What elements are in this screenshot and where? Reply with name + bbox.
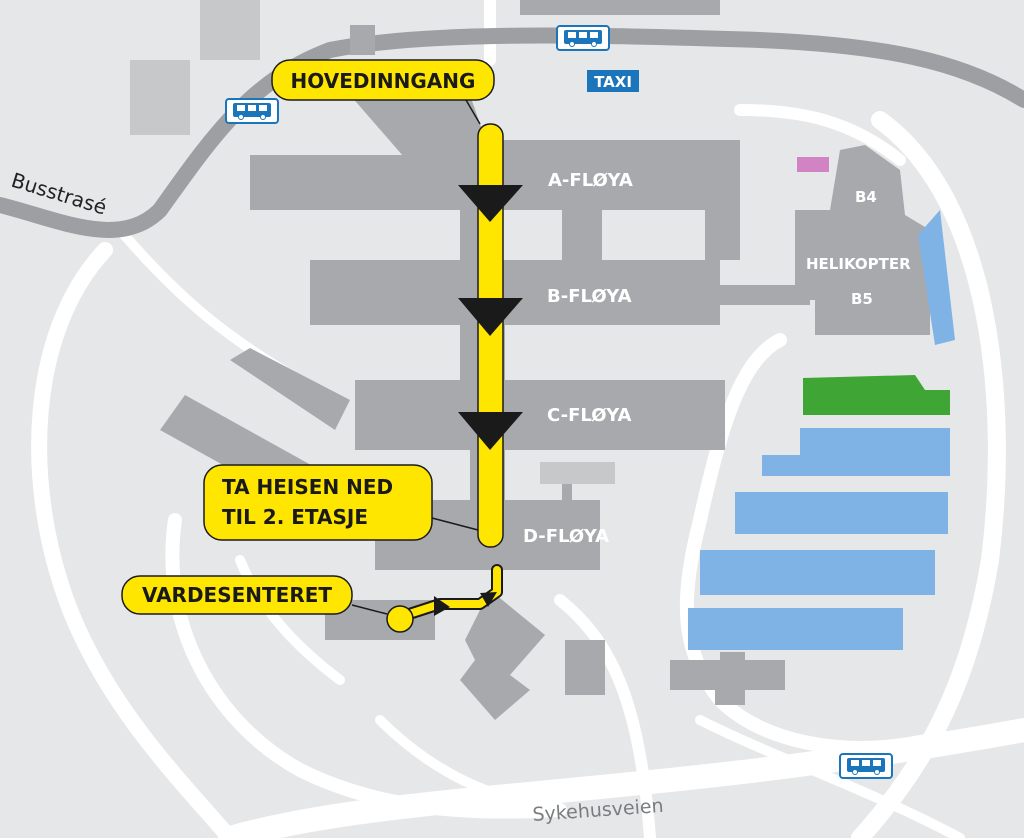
building-d-stem (562, 484, 572, 502)
road-east-connector (734, 104, 906, 166)
building-south-east (670, 652, 785, 705)
elevator-label-line1: TA HEISEN NED (222, 475, 393, 499)
building-b4-b5 (795, 145, 930, 335)
road-left-loop (31, 242, 238, 838)
parking-areas (688, 157, 955, 650)
bus-stop-south (839, 753, 893, 779)
walking-route (386, 123, 523, 633)
building-a-wing (250, 155, 490, 210)
taxi-sign: TAXI (587, 70, 639, 92)
bus-road (0, 27, 1024, 238)
building-a-b-link-mid (562, 210, 602, 260)
parking-blue-1 (800, 428, 950, 476)
parking-east-strip (918, 210, 955, 345)
building-south-small (565, 640, 605, 695)
bus-road-curve (0, 27, 1024, 238)
main-entrance-label: HOVEDINNGANG (291, 69, 476, 93)
triangle-down-icon (458, 412, 523, 450)
bus-stop-west (225, 98, 279, 124)
wing-d-label: D-FLØYA (523, 526, 609, 547)
route-arrow-lower-1 (480, 592, 497, 607)
building-c-wing (355, 380, 725, 450)
parking-green (803, 375, 950, 415)
building-b5-label: B5 (851, 290, 873, 308)
parking-blue-4 (688, 608, 903, 650)
building-a-b-link-east (705, 210, 740, 260)
leader-main-entrance (465, 99, 481, 125)
parking-blue-2 (735, 492, 948, 534)
building-north-3 (520, 0, 720, 15)
helipad-label: HELIKOPTER (806, 255, 911, 273)
building-d-extra (540, 462, 615, 484)
building-north-2 (130, 60, 190, 135)
triangle-down-icon (458, 298, 523, 336)
leader-destination (351, 604, 388, 615)
building-north-4 (350, 25, 375, 55)
taxi-label: TAXI (594, 73, 632, 91)
callout-destination-box (121, 575, 353, 615)
building-south-diagonal (460, 590, 545, 720)
road-east-ring (851, 111, 1006, 838)
callout-main-entrance-box (271, 59, 495, 101)
taxi-badge (587, 70, 639, 92)
building-b4-label: B4 (855, 188, 877, 206)
building-north-1 (200, 0, 260, 60)
elevator-label-line2: TIL 2. ETASJE (222, 505, 368, 529)
parking-blue-3 (700, 550, 935, 595)
parking-blue-1b (762, 455, 802, 476)
route-lower-path-fill (399, 566, 501, 620)
wing-b-label: B-FLØYA (547, 286, 632, 307)
building-a-wing-east (500, 140, 740, 210)
callout-elevator-box (203, 464, 433, 541)
triangle-down-icon (458, 185, 523, 222)
leader-elevator (431, 517, 479, 531)
building-b-east-link (720, 285, 810, 305)
road-central-south (554, 594, 656, 838)
bus-stop-north (556, 25, 610, 51)
callout-main-entrance: HOVEDINNGANG (271, 59, 495, 101)
buildings (130, 0, 930, 720)
callout-destination: VARDESENTERET (121, 575, 353, 615)
callout-elevator: TA HEISEN NED TIL 2. ETASJE (203, 464, 433, 541)
wing-a-label: A-FLØYA (548, 170, 633, 191)
road-far-south-west (375, 715, 525, 805)
destination-label: VARDESENTERET (142, 583, 332, 607)
building-west-tower-1 (230, 348, 350, 430)
road-bottom-east (695, 715, 965, 838)
callout-leaders (351, 99, 481, 615)
wing-c-label: C-FLØYA (547, 405, 632, 426)
building-b-wing (310, 260, 720, 325)
circle-icon (386, 605, 414, 633)
route-arrow-lower-2 (434, 596, 450, 616)
parking-pink (797, 157, 829, 172)
